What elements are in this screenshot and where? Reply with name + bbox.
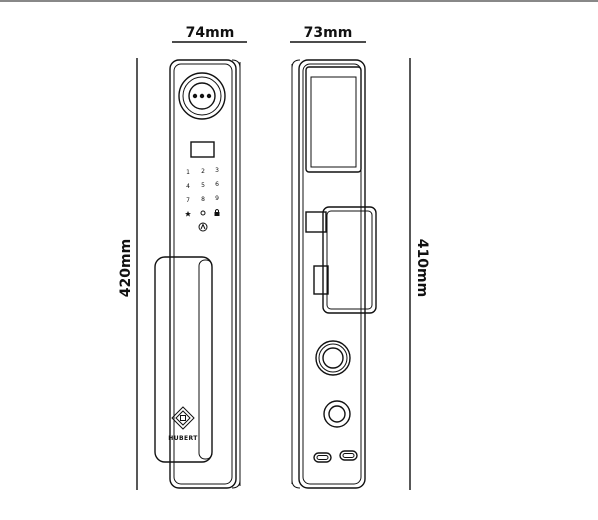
front-lock-panel: 1 2 3 4 5 6 7 8 9 (154, 59, 241, 489)
battery-slot-right (339, 450, 358, 461)
back-panel-side-rail-bottom (291, 479, 301, 489)
display-screen (310, 76, 357, 168)
hubert-logo: HUBERT (168, 406, 198, 442)
child-lock-knob[interactable] (323, 400, 351, 428)
front-height-label: 420mm (118, 239, 134, 297)
key-3[interactable]: 3 (215, 167, 219, 174)
display-screen-frame (305, 66, 362, 173)
back-panel-body (298, 59, 366, 489)
front-handle[interactable] (154, 256, 213, 463)
back-width-label: 73mm (304, 25, 353, 41)
key-4[interactable]: 4 (186, 183, 190, 190)
latch-bracket-top (305, 211, 327, 233)
doorbell-key-icon[interactable] (198, 222, 208, 232)
brand-label: HUBERT (168, 435, 198, 442)
back-height-label: 410mm (414, 239, 430, 297)
back-lock-panel (291, 59, 377, 489)
key-9[interactable]: 9 (215, 195, 219, 202)
key-1[interactable]: 1 (186, 169, 190, 176)
latch-bracket-bottom (313, 265, 329, 295)
zero-key-icon[interactable] (200, 210, 206, 216)
keypad: 1 2 3 4 5 6 7 8 9 (185, 167, 220, 232)
back-panel-inner-edge (302, 63, 362, 485)
key-2[interactable]: 2 (201, 168, 205, 175)
star-key-icon[interactable] (185, 211, 191, 217)
front-panel-inner-edge (173, 63, 233, 485)
front-handle-shadow (198, 259, 213, 460)
front-panel-body (169, 59, 237, 489)
camera-icon (178, 72, 226, 120)
front-panel-side-rail-bottom (231, 479, 241, 489)
back-handle[interactable] (322, 206, 377, 314)
key-6[interactable]: 6 (215, 181, 219, 188)
back-handle-inner (326, 210, 373, 310)
sensor-window (190, 141, 215, 158)
back-panel-side-rail-top (291, 59, 301, 69)
lock-key-icon[interactable] (214, 209, 220, 217)
thumb-turn-knob[interactable] (315, 340, 351, 376)
front-panel-side-rail-top (231, 59, 241, 69)
key-8[interactable]: 8 (201, 196, 205, 203)
key-5[interactable]: 5 (201, 182, 205, 189)
front-width-label: 74mm (186, 25, 235, 41)
key-7[interactable]: 7 (186, 197, 190, 204)
battery-slot-left (313, 452, 332, 463)
